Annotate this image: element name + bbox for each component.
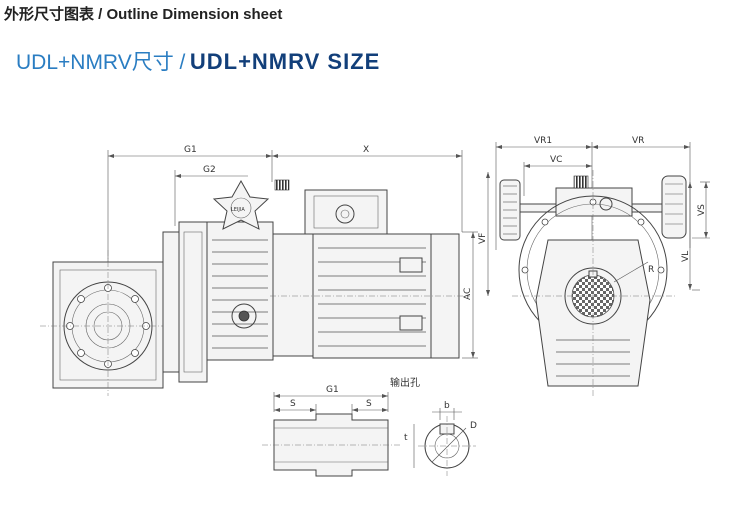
dim-r: R — [648, 265, 654, 275]
side-view: G1 X G2 — [40, 145, 490, 396]
subtitle-bold: UDL+NMRV SIZE — [189, 49, 381, 74]
dim-x: X — [363, 145, 369, 155]
dim-vc: VC — [550, 155, 562, 165]
shaft-dim-g1: G1 — [326, 385, 339, 395]
output-hole-detail: 输出孔 G1 S S b D t — [262, 376, 477, 477]
shaft-dim-b: b — [444, 401, 450, 411]
dim-g1: G1 — [184, 145, 197, 155]
subtitle-light: UDL+NMRV尺寸 / — [16, 51, 186, 74]
page-heading: 外形尺寸图表 / Outline Dimension sheet — [4, 6, 283, 23]
shaft-dim-t: t — [404, 433, 408, 443]
dim-vs: VS — [697, 204, 707, 216]
dim-vr: VR — [632, 136, 644, 146]
front-view: VR1 VR VC VS VL — [495, 136, 710, 396]
size-subtitle: UDL+NMRV尺寸 / UDL+NMRV SIZE — [16, 46, 380, 76]
knob-label: LEIJIA — [231, 207, 245, 213]
shaft-dim-s-left: S — [290, 399, 296, 409]
shaft-dim-d: D — [470, 421, 477, 431]
dim-g2: G2 — [203, 165, 216, 175]
dim-vr1: VR1 — [534, 136, 552, 146]
output-hole-title: 输出孔 — [390, 376, 420, 389]
dim-vf: VF — [478, 233, 488, 244]
dim-vl: VL — [681, 251, 691, 262]
dim-ac: AC — [463, 288, 473, 300]
shaft-dim-s-right: S — [366, 399, 372, 409]
